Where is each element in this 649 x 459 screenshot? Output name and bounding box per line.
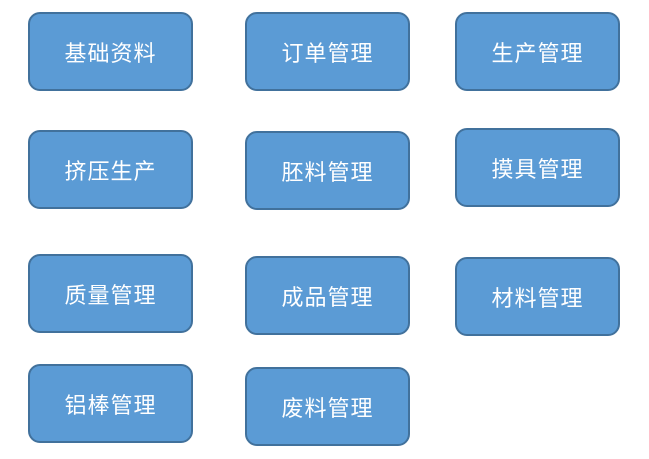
quality-management-button[interactable]: 质量管理: [28, 254, 193, 333]
billet-management-button[interactable]: 胚料管理: [245, 131, 410, 210]
order-management-button[interactable]: 订单管理: [245, 12, 410, 91]
extrusion-production-button[interactable]: 挤压生产: [28, 130, 193, 209]
aluminum-rod-management-button[interactable]: 铝棒管理: [28, 364, 193, 443]
basic-data-button[interactable]: 基础资料: [28, 12, 193, 91]
production-management-button[interactable]: 生产管理: [455, 12, 620, 91]
mold-management-button[interactable]: 摸具管理: [455, 128, 620, 207]
finished-goods-management-button[interactable]: 成品管理: [245, 256, 410, 335]
material-management-button[interactable]: 材料管理: [455, 257, 620, 336]
scrap-management-button[interactable]: 废料管理: [245, 367, 410, 446]
